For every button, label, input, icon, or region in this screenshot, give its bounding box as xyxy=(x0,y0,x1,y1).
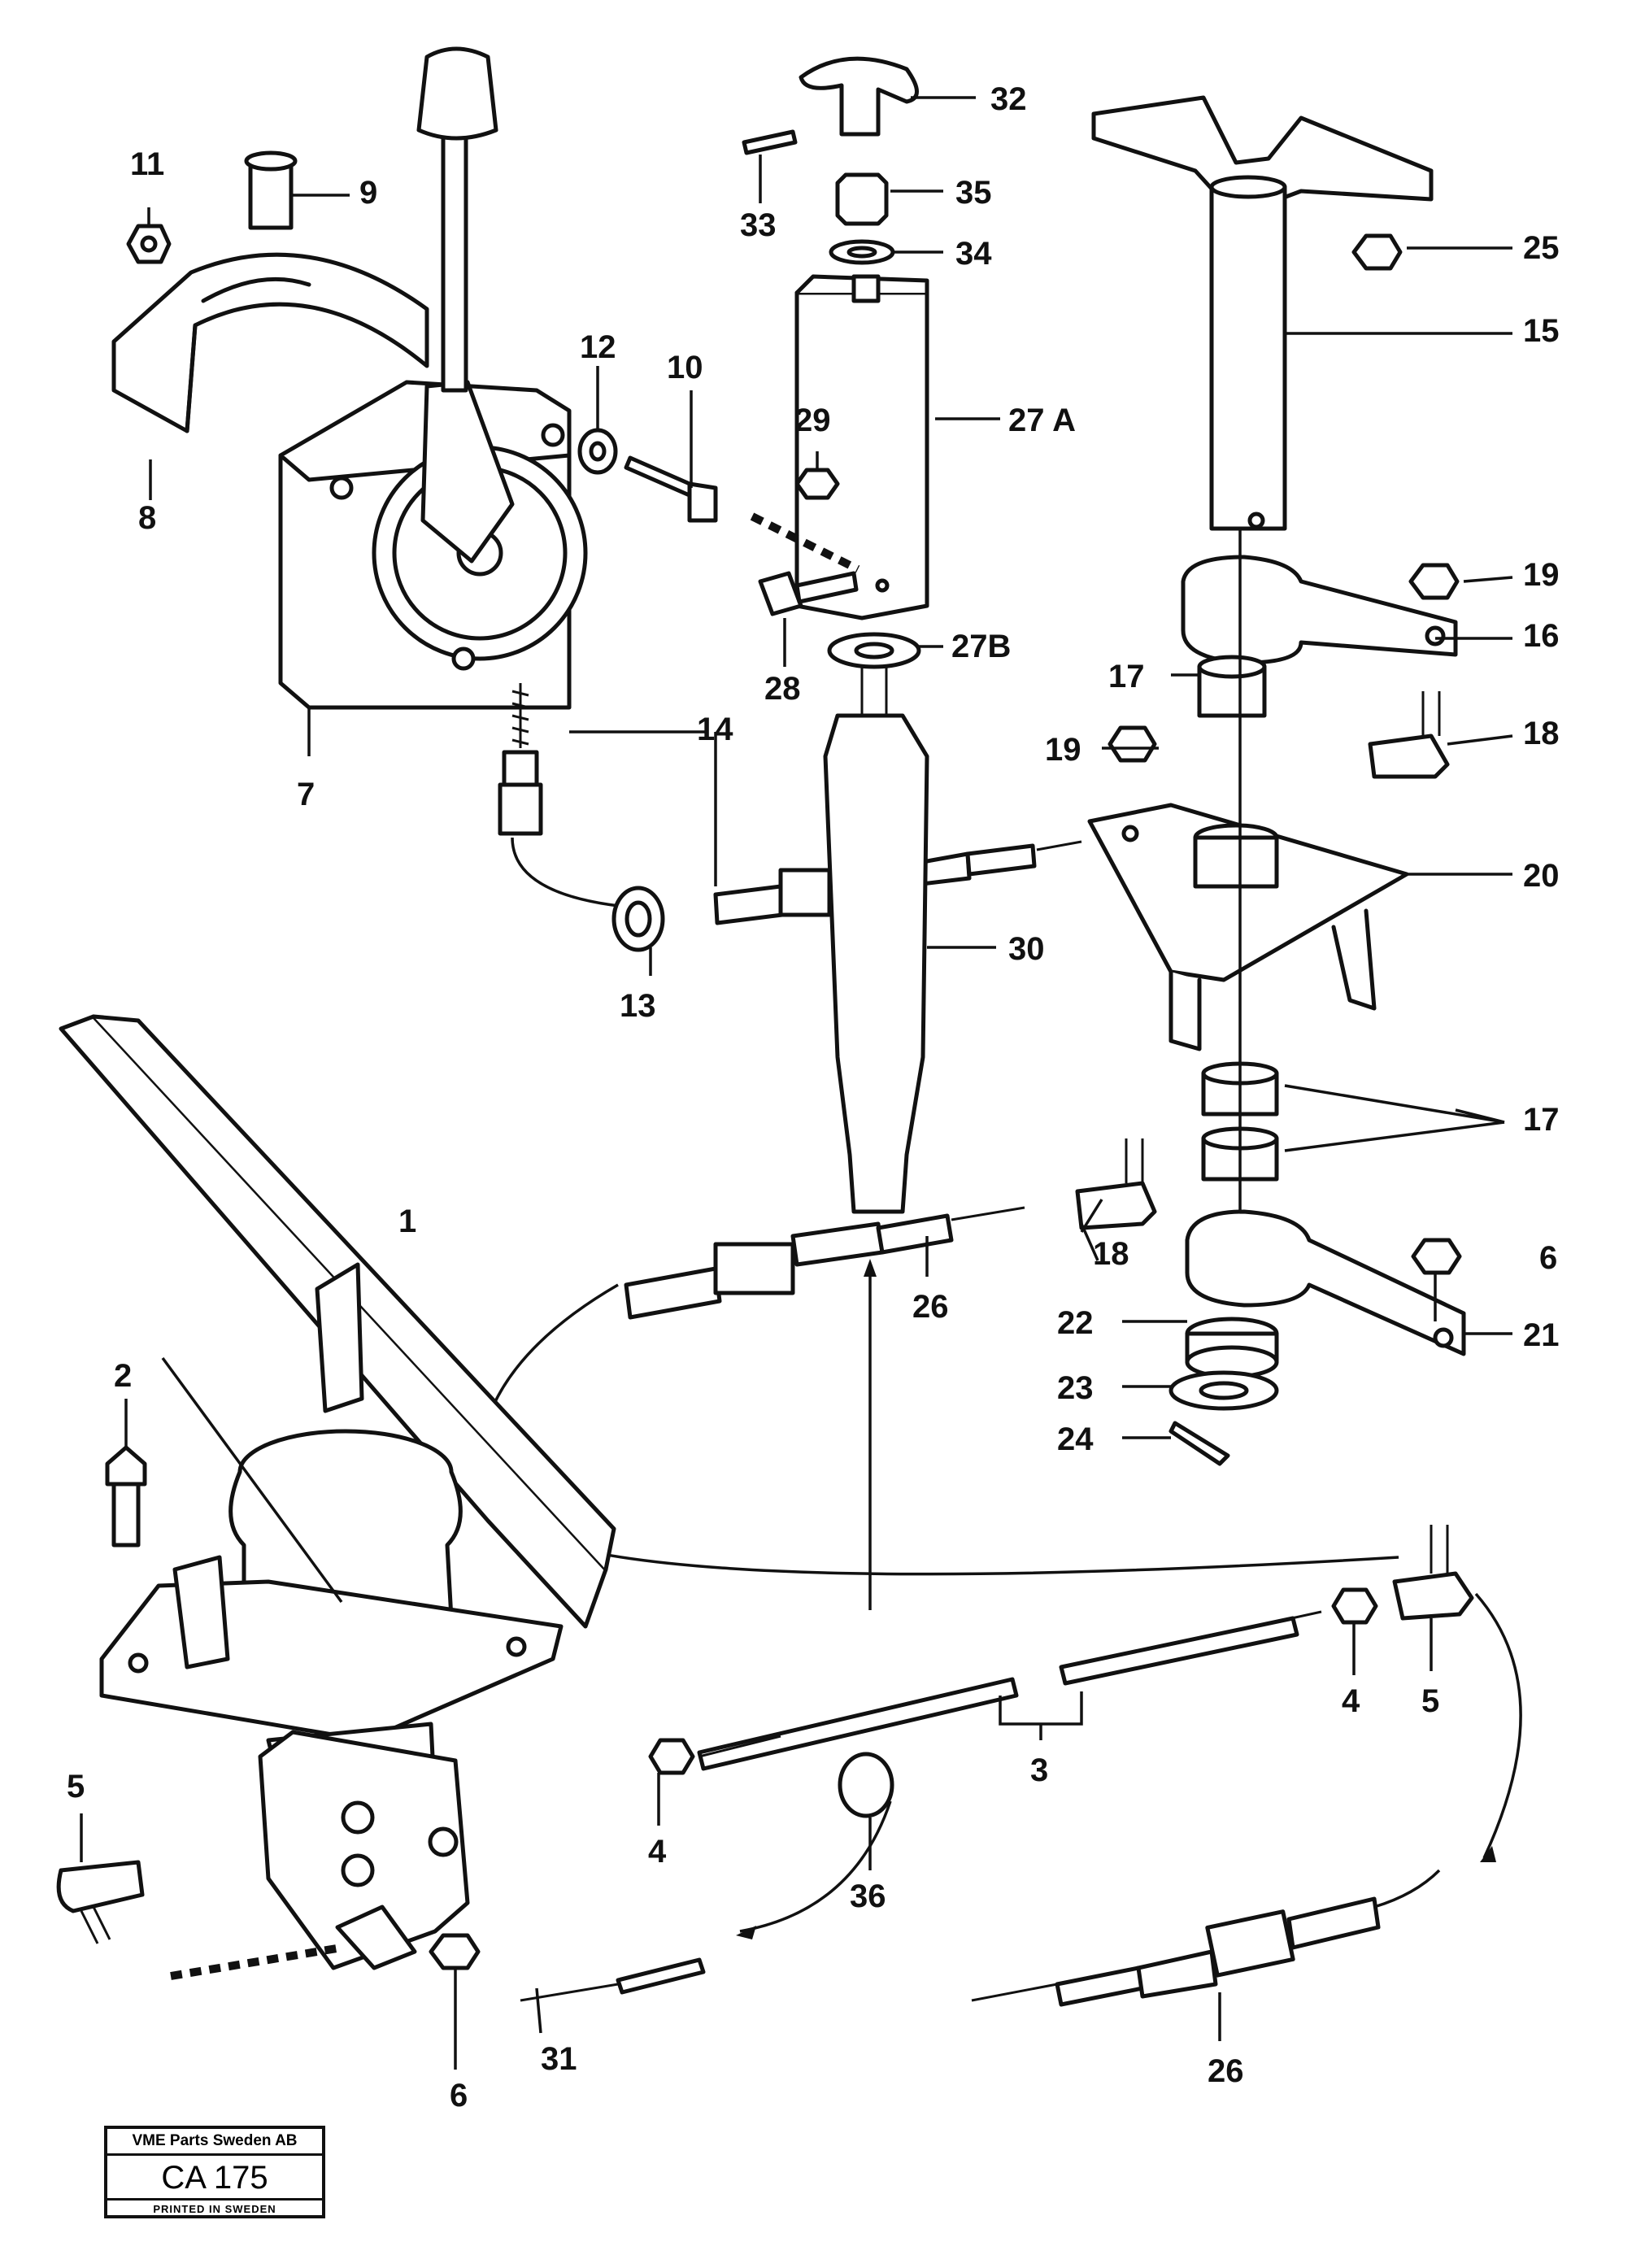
callout-6-upper: 6 xyxy=(1539,1240,1557,1276)
callout-19-upper: 19 xyxy=(1523,557,1560,593)
callout-18-upper: 18 xyxy=(1523,716,1560,751)
callout-23: 23 xyxy=(1057,1370,1094,1406)
callout-26-lower: 26 xyxy=(1208,2053,1244,2089)
cable-26-lower xyxy=(971,1869,1441,2007)
callout-5-left: 5 xyxy=(67,1769,85,1804)
callout-17-upper: 17 xyxy=(1108,659,1145,694)
callout-36: 36 xyxy=(850,1878,886,1914)
callout-2: 2 xyxy=(114,1358,132,1394)
callout-18-lower: 18 xyxy=(1093,1236,1129,1272)
callout-14: 14 xyxy=(697,712,733,747)
callout-9: 9 xyxy=(359,175,377,211)
callout-11: 11 xyxy=(130,146,164,182)
callout-8: 8 xyxy=(138,500,156,536)
callout-4-right: 4 xyxy=(1342,1683,1360,1719)
callout-13: 13 xyxy=(620,988,656,1024)
callout-labels: 1 2 3 4 4 5 5 6 6 7 8 9 10 11 12 13 14 1… xyxy=(67,81,1560,2113)
callout-12: 12 xyxy=(580,329,616,365)
stamp-company: VME Parts Sweden AB xyxy=(107,2129,322,2156)
callout-35: 35 xyxy=(955,175,992,211)
callout-1: 1 xyxy=(398,1204,416,1239)
hand-lever-assembly xyxy=(111,46,718,908)
callout-3: 3 xyxy=(1030,1752,1048,1788)
callout-22: 22 xyxy=(1057,1305,1094,1341)
callout-5-right: 5 xyxy=(1421,1683,1439,1719)
callout-7: 7 xyxy=(297,777,315,812)
callout-29: 29 xyxy=(794,403,831,438)
callout-32: 32 xyxy=(990,81,1027,117)
callout-30: 30 xyxy=(1008,931,1045,967)
callout-25: 25 xyxy=(1523,230,1560,266)
callout-31: 31 xyxy=(541,2041,577,2077)
callout-26-upper: 26 xyxy=(912,1289,949,1325)
callout-10: 10 xyxy=(667,350,703,385)
stamp-code: CA 175 xyxy=(107,2156,322,2201)
shaft-bracket-assembly xyxy=(1087,95,1466,1466)
publisher-stamp: VME Parts Sweden AB CA 175 PRINTED IN SW… xyxy=(104,2126,325,2218)
callout-6-lower: 6 xyxy=(450,2078,468,2113)
callout-24: 24 xyxy=(1057,1421,1094,1457)
leader-lines xyxy=(80,96,1513,2070)
callout-15: 15 xyxy=(1523,313,1560,349)
callout-4-left: 4 xyxy=(648,1834,667,1870)
callout-34: 34 xyxy=(955,236,992,272)
callout-16: 16 xyxy=(1523,618,1560,654)
pedal-assembly xyxy=(56,1014,616,1980)
callout-20: 20 xyxy=(1523,858,1560,894)
callout-28: 28 xyxy=(764,671,801,707)
callout-27b: 27B xyxy=(951,629,1011,664)
callout-27a: 27 A xyxy=(1008,403,1076,438)
callout-21: 21 xyxy=(1523,1317,1560,1353)
callout-33: 33 xyxy=(740,207,777,243)
cable-26-upper xyxy=(477,1138,1399,1610)
control-unit-30 xyxy=(742,56,929,1214)
callout-17-lower: 17 xyxy=(1523,1102,1560,1138)
callout-19-middle: 19 xyxy=(1045,732,1081,768)
push-rod-3 xyxy=(520,1525,1522,2002)
stamp-printed: PRINTED IN SWEDEN xyxy=(153,2203,276,2215)
